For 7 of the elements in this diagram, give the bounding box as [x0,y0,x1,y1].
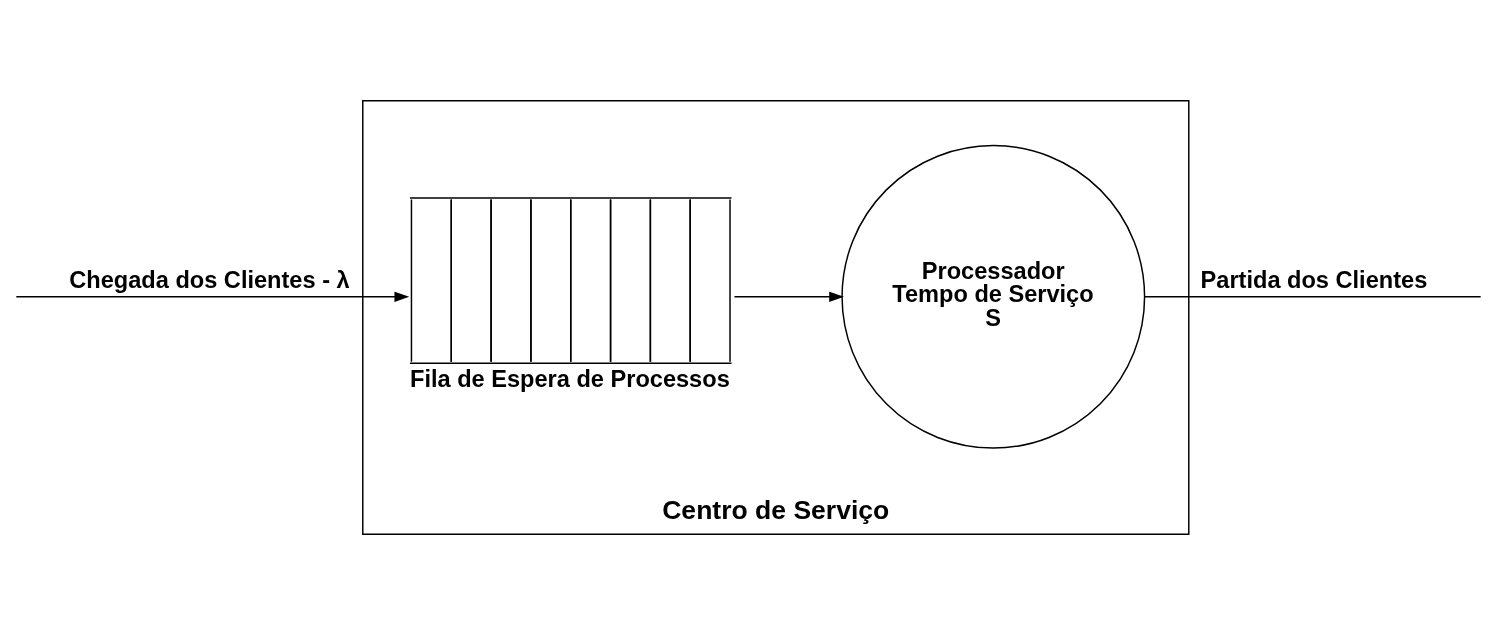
connector [1143,295,1482,298]
node-text: Fila de Espera de Processos [409,365,730,392]
edge-label: Partida dos Clientes [1200,266,1428,293]
arrow [15,291,410,302]
edge-label: Chegada dos Clientes - λ [69,266,350,293]
arrow [733,291,844,302]
node-circle: Processador Tempo de Serviço S [841,144,1146,449]
